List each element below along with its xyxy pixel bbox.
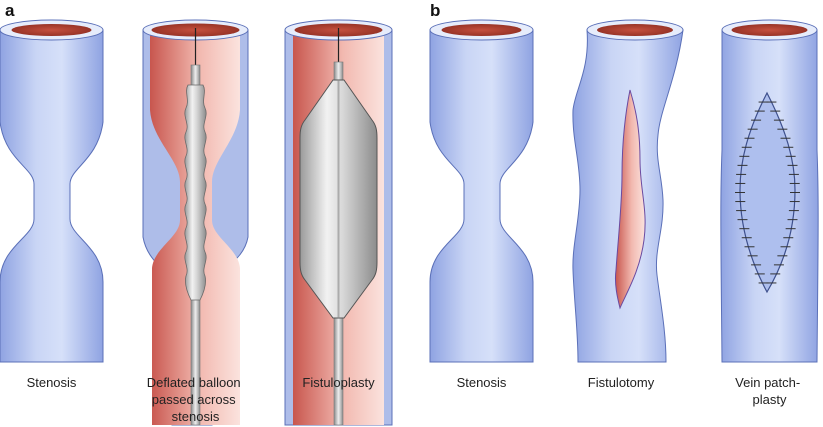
caption-b-fistulotomy: Fistulotomy bbox=[588, 375, 655, 390]
panel-b-fistulotomy-vessel bbox=[572, 19, 684, 363]
panel-a-deflated-balloon-vessel bbox=[142, 19, 249, 426]
caption-b-stenosis: Stenosis bbox=[457, 375, 507, 390]
caption-a-deflated-balloon: Deflated balloon passed across stenosis bbox=[147, 375, 245, 424]
panel-b-vein-patchplasty-vessel bbox=[720, 19, 819, 363]
caption-a-fistuloplasty: Fistuloplasty bbox=[302, 375, 375, 390]
caption-a-stenosis: Stenosis bbox=[27, 375, 77, 390]
panel-a-letter: a bbox=[5, 1, 15, 20]
panel-b-stenosis-vessel bbox=[429, 19, 534, 363]
panel-b-letter: b bbox=[430, 1, 440, 20]
vein-patch bbox=[739, 91, 796, 294]
suture-line bbox=[735, 101, 800, 284]
caption-b-vein-patchplasty: Vein patch- plasty bbox=[735, 375, 804, 407]
deflated-balloon bbox=[184, 84, 207, 301]
incision-opening bbox=[615, 89, 646, 310]
panel-a-stenosis-vessel bbox=[0, 19, 104, 363]
panel-a-fistuloplasty-vessel bbox=[284, 19, 393, 426]
